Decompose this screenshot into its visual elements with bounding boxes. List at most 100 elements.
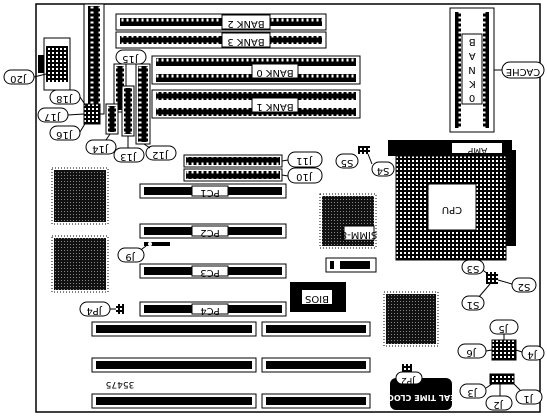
cache-bank: B A N K 0 [449,7,495,133]
s2-label: S2 [518,281,531,292]
j1-label: J1 [523,393,533,404]
bank-3-slot: BANK 3 [115,31,327,49]
j15-label: J15 [122,53,139,64]
j1-j3-jumper-block [489,373,515,385]
j4-callout: J4 [515,345,545,361]
j4-j6-jumper-block [491,339,517,361]
cache-bank-0-label-n: N [468,64,475,75]
j15-callout: J15 [115,49,147,65]
j16-j18-jumper-cluster [83,103,101,125]
j13-header [121,85,135,137]
bank-1-slot: BANK 1 [151,89,361,119]
jp2-callout: JP2 [395,371,423,385]
chip-lower-left [51,235,109,293]
s5-callout: S5 [335,153,359,169]
cache-bank-0-label-b: B [469,36,476,47]
pc4-label: PC4 [200,305,219,316]
j20-keyboard-connector [38,37,71,91]
cache-bank-0-label-k: K [469,78,476,89]
bank-0-slot: BANK 0 [151,55,361,85]
j2-label: J2 [493,399,503,410]
bank-2-slot: BANK 2 [115,13,327,31]
bank-2-label: BANK 2 [227,18,264,29]
pc2-slot: PC2 [139,223,287,239]
j10-connector [183,168,283,182]
j3-label: J3 [467,387,477,398]
cpu-socket: AMP CPU [388,140,516,261]
board-id-label: 35475 [106,379,135,389]
j10-callout: J10 [281,167,323,184]
bank-0-label: BANK 0 [256,67,293,78]
j10-label: J10 [296,171,313,182]
j9-jumper [144,242,170,246]
isa-slot-1 [91,321,257,337]
s3-switch [486,272,498,284]
j6-label: J6 [466,347,476,358]
j5-callout: J5 [489,319,519,340]
j17-label: J17 [44,111,61,122]
s5-label: S5 [341,157,354,168]
j12-callout: J12 [143,143,177,161]
j16-label: J16 [56,129,73,140]
jp2-label: JP2 [401,375,416,385]
j18-label: J18 [56,93,73,104]
simm-8-label: SIMM-8 [341,229,378,240]
jp2-jumper [402,364,412,372]
j4-label: J4 [527,349,537,360]
pc1-slot: PC1 [139,183,287,199]
pc3-label: PC3 [200,267,219,278]
j20-callout: J20 [3,69,47,85]
s4-label: S4 [377,165,390,176]
j2-callout: J2 [485,384,513,411]
s3-callout: S3 [461,259,489,275]
cache-bank-0-label-0: 0 [469,92,475,103]
j12-label: J12 [152,149,169,160]
pc2-label: PC2 [200,227,219,238]
j3-callout: J3 [459,383,493,399]
pc1-label: PC1 [200,187,219,198]
bank-3-label: BANK 3 [227,36,264,47]
s1-label: S1 [467,299,480,310]
j6-callout: J6 [457,343,493,359]
amp-label: AMP [467,145,487,155]
j14-label: J14 [92,143,109,154]
isa-slot-4 [261,357,371,373]
s2-callout: S2 [497,277,537,293]
rtc-label: REAL TIME CLOCK [381,393,462,402]
chip-upper-left [51,167,109,225]
cache-callout: CACHE [494,61,545,79]
j13-label: J13 [120,151,137,162]
j17-callout: J17 [37,107,85,123]
cache-bank-0-label-a: A [469,50,476,61]
j20-label: J20 [10,73,27,84]
j5-label: J5 [498,323,508,334]
cpu-label: CPU [442,204,462,215]
j9-callout: J9 [117,245,147,263]
isa-slot-5 [91,393,257,409]
j9-label: J9 [125,251,135,262]
isa-slot-6 [261,393,371,409]
j13-callout: J13 [113,136,145,163]
bios-chip: BIOS [290,282,346,312]
cache-label: CACHE [506,66,540,77]
j11-callout: J11 [281,151,323,168]
s3-label: S3 [467,263,480,274]
chip-lower-right [383,291,439,347]
jp4-label: JP4 [86,305,102,316]
j1-callout: J1 [513,383,543,405]
j16-callout: J16 [49,121,87,141]
real-time-clock: REAL TIME CLOCK [381,378,462,410]
top-connector-block [83,3,105,115]
s5-switch [358,146,370,154]
j14-callout: J14 [85,133,117,155]
bank-1-label: BANK 1 [256,101,293,112]
simm-8-module: SIMM-8 [325,225,378,273]
pc4-slot: PC4 [139,301,287,317]
s4-callout: S4 [367,153,395,177]
j14-header [105,103,119,135]
j18-callout: J18 [49,89,87,107]
j11-label: J11 [296,155,313,166]
pc3-slot: PC3 [139,263,287,279]
j12-header [135,63,151,145]
